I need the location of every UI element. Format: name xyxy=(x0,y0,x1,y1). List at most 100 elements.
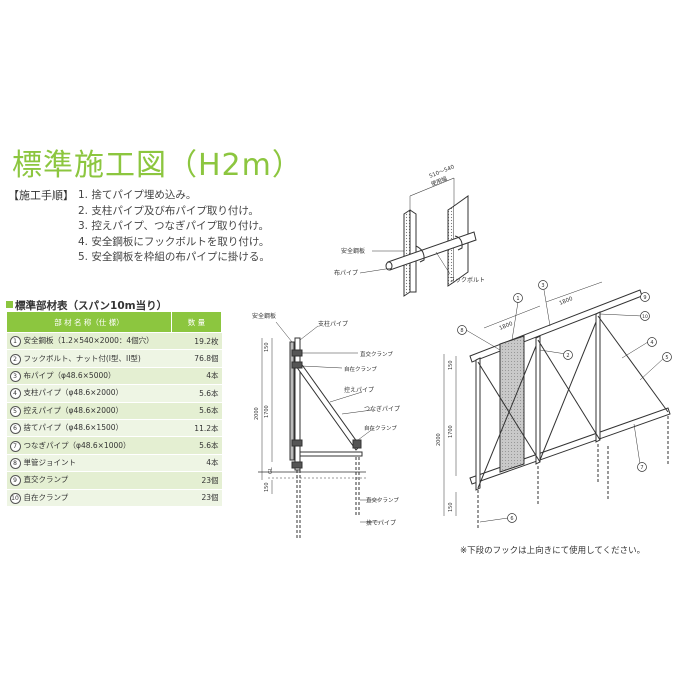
table-heading: 標準部材表（スパン10m当り） xyxy=(6,298,167,313)
leader-iso-2 xyxy=(539,349,567,355)
cell-name-text: 直交クランプ xyxy=(23,475,69,485)
callout-4-text: 4 xyxy=(650,340,653,346)
callout-9-text: 9 xyxy=(643,295,646,301)
callout-4: 4 xyxy=(647,337,657,347)
number-badge: 8 xyxy=(9,457,21,469)
leader-iso-4 xyxy=(621,341,649,359)
side-dim-150b-text: 150 xyxy=(264,482,270,492)
top-plate-shape xyxy=(403,209,411,297)
leader-iso-7 xyxy=(633,423,641,465)
number-badge: 9 xyxy=(9,475,21,487)
cell-name-text: フックボルト、ナット付(I型、II型) xyxy=(23,353,141,363)
label-side-cross-clamp-bottom: 直交クランプ xyxy=(366,496,399,504)
number-badge: 10 xyxy=(9,492,21,504)
iso-dim-150-text: 150 xyxy=(448,360,454,370)
label-side-brace: 控えパイプ xyxy=(344,386,374,394)
top-plate-edge xyxy=(409,209,417,293)
side-clamp-1 xyxy=(291,349,303,357)
side-brace-pipe xyxy=(295,361,361,451)
cell-qty: 76.8個 xyxy=(171,349,222,368)
cell-name-text: 自在クランプ xyxy=(23,492,69,502)
top-dim-line xyxy=(409,177,455,197)
side-clamp-2 xyxy=(291,361,303,369)
callout-3-text: 3 xyxy=(541,283,544,289)
callout-7: 7 xyxy=(637,462,647,472)
label-side-cross-clamp-top: 直交クランプ xyxy=(360,350,393,358)
table-heading-text: 標準部材表（スパン10m当り） xyxy=(15,300,168,312)
iso-dim-2000-text: 2000 xyxy=(436,433,442,446)
cell-name-text: 布パイプ（φ48.6×5000） xyxy=(23,370,116,380)
cell-qty: 23個 xyxy=(171,489,222,507)
cell-name-text: 控えパイプ（φ48.6×2000） xyxy=(23,405,124,415)
leader-iso-8 xyxy=(465,329,501,351)
leader-top-pipe xyxy=(359,267,393,274)
number-badge: 6 xyxy=(9,423,21,435)
iso-brace-2 xyxy=(537,339,601,441)
top-hook-right xyxy=(454,235,463,251)
callout-6-text: 6 xyxy=(510,516,513,522)
label-side-free-clamp: 自在クランプ xyxy=(364,424,397,432)
side-clamp-3 xyxy=(291,439,303,447)
callout-6: 6 xyxy=(507,513,517,523)
cell-qty: 11.2本 xyxy=(171,419,222,438)
callout-7-text: 7 xyxy=(640,465,643,471)
side-tie-pipe xyxy=(299,451,363,457)
callout-2: 2 xyxy=(563,350,573,360)
side-post-shape xyxy=(294,337,301,471)
side-dim-2000-text: 2000 xyxy=(254,407,260,420)
leader-side-free-clamp xyxy=(357,427,375,441)
cell-qty: 4本 xyxy=(171,454,222,473)
callout-1-text: 1 xyxy=(516,296,519,302)
iso-brace-4 xyxy=(477,345,537,489)
leader-iso-5 xyxy=(639,357,665,381)
callout-1: 1 xyxy=(513,293,523,303)
callout-2-text: 2 xyxy=(566,353,569,359)
callout-10: 10 xyxy=(640,311,650,321)
number-badge: 4 xyxy=(9,388,21,400)
label-side-free-clamp-top: 自在クランプ xyxy=(344,365,377,373)
iso-view-drawing xyxy=(443,281,671,528)
label-side-anchor: 捨てパイプ xyxy=(366,519,396,527)
cell-qty: 5.6本 xyxy=(171,402,222,420)
step-item: 2. 支柱パイプ及び布パイプ取り付け。 xyxy=(78,204,259,217)
iso-dim-150b-text: 150 xyxy=(448,502,454,512)
iso-post-1 xyxy=(475,357,481,491)
top-detail-drawing xyxy=(359,177,477,297)
leader-side-plate xyxy=(275,321,293,343)
label-side-tie: つなぎパイプ xyxy=(364,405,400,413)
callout-9: 9 xyxy=(640,292,650,302)
cell-name-text: 捨てパイプ（φ48.6×1500） xyxy=(23,423,124,433)
leader-iso-6 xyxy=(479,517,509,523)
side-dim-150-text: 150 xyxy=(264,342,270,352)
leader-side-post xyxy=(299,325,319,341)
side-clamp-5 xyxy=(352,439,362,449)
leader-iso-1 xyxy=(511,301,519,341)
cell-name-text: 支柱パイプ（φ48.6×2000） xyxy=(23,388,124,398)
side-dim-gl-text: GL xyxy=(268,467,274,474)
step-item: 1. 捨てパイプ埋め込み。 xyxy=(78,189,197,201)
col-header-qty: 数 量 xyxy=(171,311,222,333)
cell-qty: 5.6本 xyxy=(171,436,222,455)
step-item: 3. 控えパイプ、つなぎパイプ取り付け。 xyxy=(78,220,270,232)
col-header-name: 部 材 名 称（仕 様） xyxy=(6,311,172,333)
steps-list: 1. 捨てパイプ埋め込み。 2. 支柱パイプ及び布パイプ取り付け。 3. 控えパ… xyxy=(78,187,270,265)
side-clamp-4 xyxy=(291,461,303,469)
iso-post-2 xyxy=(535,335,541,465)
callout-5-text: 5 xyxy=(665,355,668,361)
callout-5: 5 xyxy=(662,352,672,362)
